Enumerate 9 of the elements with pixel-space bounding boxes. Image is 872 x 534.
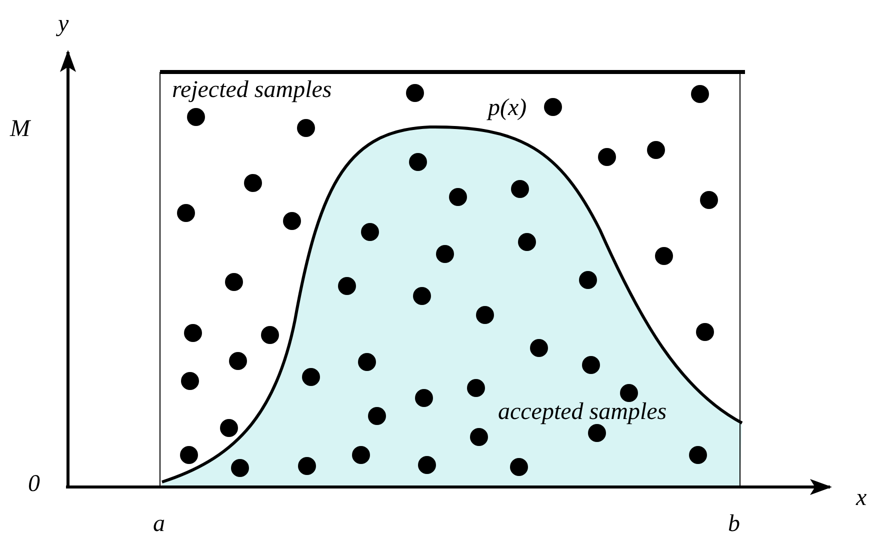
region-label: rejected samples	[172, 78, 332, 102]
region-label: accepted samples	[498, 400, 667, 424]
axis-label: y	[58, 12, 69, 36]
axis-label: M	[10, 117, 30, 141]
tick-label: b	[728, 512, 740, 534]
axis-label: 0	[28, 472, 40, 496]
tick-label: a	[153, 512, 165, 534]
curve-label: p(x)	[488, 96, 527, 120]
axis-label: x	[856, 486, 867, 510]
